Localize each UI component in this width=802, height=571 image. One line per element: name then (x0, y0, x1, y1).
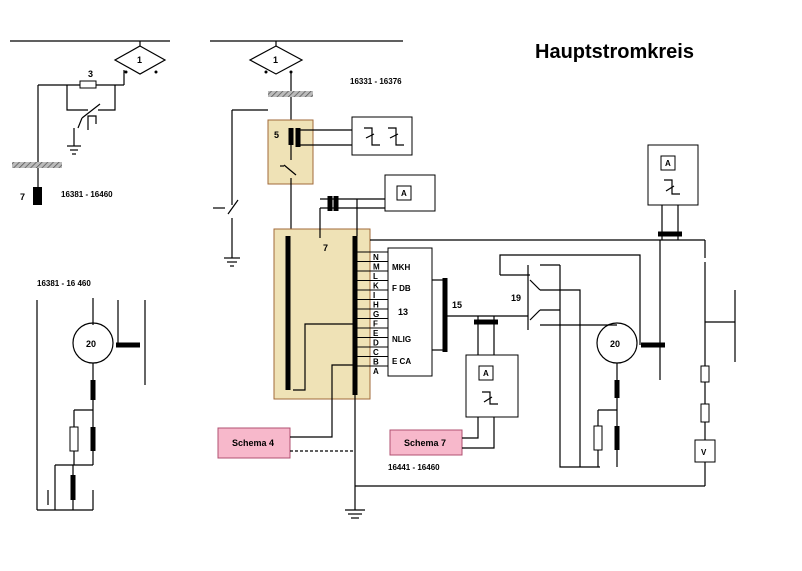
label-5: 5 (274, 130, 279, 140)
right-side: A V (647, 144, 736, 486)
terminal-label-F: F (373, 320, 378, 329)
range-label-2: 16381 - 16 460 (37, 279, 91, 288)
controller-13-box (387, 247, 433, 377)
pantograph-1-left (113, 45, 167, 75)
component-7-left (33, 187, 42, 205)
terminal-label-B: B (373, 358, 379, 367)
range-label-4: 16441 - 16460 (388, 463, 440, 472)
terminal-label-D: D (373, 339, 379, 348)
schema-4-group: Schema 4 (217, 364, 355, 459)
terminal-label-K: K (373, 282, 379, 291)
section-15: 15 A Schema 7 16441 - 16460 (388, 300, 528, 472)
group-nlig: NLIG (392, 335, 411, 344)
label-7-left: 7 (20, 192, 25, 202)
center-top-section: 1 16331 - 16376 5 (210, 40, 413, 267)
terminal-label-M: M (373, 263, 380, 272)
group-eca: E CA (392, 357, 411, 366)
motor-20-right-group: 20 (593, 240, 665, 467)
label-1-left: 1 (137, 55, 142, 65)
switch-19: 19 (370, 239, 705, 468)
label-19: 19 (511, 293, 521, 303)
label-A-top: A (401, 189, 407, 198)
left-top-section: 1 3 7 16381 - 16460 (10, 40, 170, 205)
label-13: 13 (398, 307, 408, 317)
label-3: 3 (88, 69, 93, 79)
terminal-label-G: G (373, 310, 379, 319)
left-bottom-section: 16381 - 16 460 20 (36, 279, 146, 511)
label-A-middle: A (483, 369, 489, 378)
schema-7-box[interactable] (389, 429, 463, 456)
terminal-label-N: N (373, 253, 379, 262)
relay-A-middle (465, 354, 519, 418)
terminal-label-L: L (373, 272, 378, 281)
roof-hatch-left (12, 162, 62, 168)
schema-4-box[interactable] (217, 427, 291, 459)
relay-A-right (647, 144, 699, 206)
label-20-right: 20 (610, 339, 620, 349)
group-mkh: MKH (392, 263, 410, 272)
terminal-label-E: E (373, 329, 379, 338)
terminal-label-H: H (373, 301, 379, 310)
relay-box-top (351, 116, 413, 156)
component-7-section: 7 A (273, 174, 436, 400)
ground-bottom-center (345, 395, 705, 519)
label-A-right: A (665, 159, 671, 168)
diagram-title: Hauptstromkreis (535, 41, 694, 63)
label-20-left: 20 (86, 339, 96, 349)
resistor-right (593, 425, 603, 451)
label-7-center: 7 (323, 243, 328, 253)
resistor-left (69, 426, 79, 452)
range-label-3: 16331 - 16376 (350, 77, 402, 86)
label-15: 15 (452, 300, 462, 310)
terminal-label-I: I (373, 291, 375, 300)
range-label-1: 16381 - 16460 (61, 190, 113, 199)
group-fdb: F DB (392, 284, 411, 293)
terminal-label-C: C (373, 348, 379, 357)
label-1-center: 1 (273, 55, 278, 65)
pantograph-1-center (248, 45, 304, 75)
terminal-label-A: A (373, 367, 379, 376)
roof-hatch-center (268, 91, 313, 97)
schema-7-label: Schema 7 (404, 438, 446, 448)
fuse-3 (79, 80, 97, 89)
label-V: V (701, 448, 707, 457)
schema-4-label: Schema 4 (232, 438, 274, 448)
